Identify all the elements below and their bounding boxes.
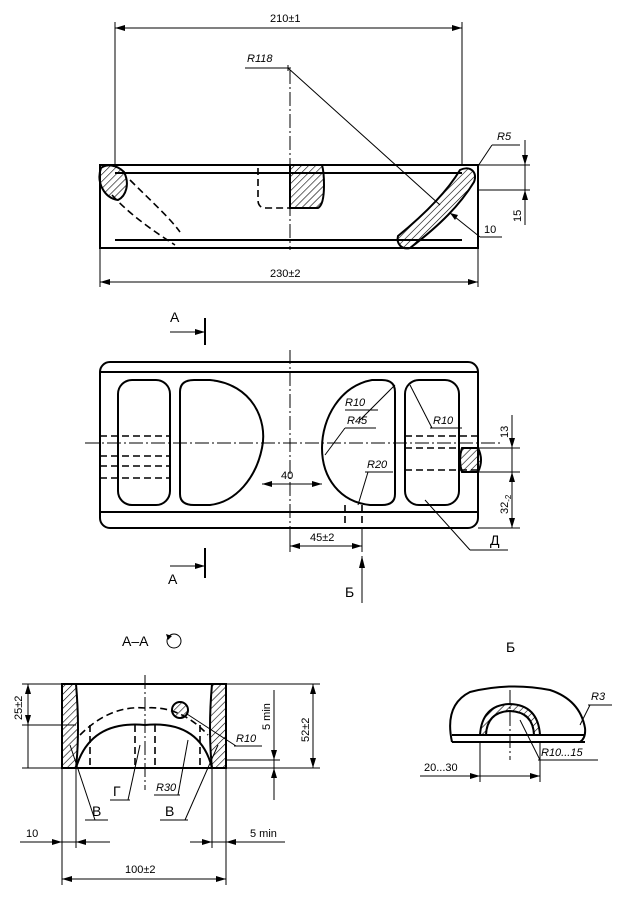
detail-view: Б R3 R10...15 20...30 bbox=[420, 639, 612, 782]
callout-g-label: Г bbox=[113, 783, 121, 799]
dim-25-label: 25±2 bbox=[13, 696, 25, 720]
dim-r10-15-label: R10...15 bbox=[541, 747, 583, 759]
section-mark-bottom: А bbox=[168, 571, 178, 587]
dim-height-label: 15 bbox=[512, 210, 524, 222]
radius-30-label: R30 bbox=[156, 782, 177, 794]
top-view: R118 210±1 R5 15 10 230±2 bbox=[98, 13, 530, 287]
view-mark-label: Б bbox=[345, 584, 354, 600]
dim-10-label: 10 bbox=[26, 828, 38, 840]
dim-width-top-label: 210±1 bbox=[270, 13, 301, 25]
dim-100-label: 100±2 bbox=[125, 864, 156, 876]
section-title: А–А bbox=[122, 633, 149, 649]
callout-v2-label: В bbox=[165, 803, 174, 819]
callout-d-label: Д bbox=[490, 532, 500, 548]
radius-main-label: R118 bbox=[247, 53, 273, 65]
radius-a-label: R10 bbox=[345, 397, 366, 409]
radius-r3-label: R3 bbox=[591, 691, 606, 703]
dim-13-label: 13 bbox=[499, 426, 511, 438]
dim-inner-label: 40 bbox=[281, 470, 293, 482]
dim-52-label: 52±2 bbox=[300, 718, 312, 742]
radius-10-label: R10 bbox=[236, 733, 257, 745]
dim-32-label: 32-2 bbox=[499, 494, 513, 514]
callout-v1-label: В bbox=[92, 803, 101, 819]
dim-5min-v-label: 5 min bbox=[261, 703, 273, 730]
plan-view: А А R10 R45 bbox=[85, 309, 520, 603]
section-view: А–А 25±2 5 min bbox=[13, 633, 320, 885]
detail-title: Б bbox=[506, 639, 515, 655]
dim-width-bottom-label: 230±2 bbox=[270, 268, 301, 280]
radius-d-label: R20 bbox=[367, 459, 388, 471]
radius-corner-label: R5 bbox=[497, 131, 512, 143]
dim-5min-h-label: 5 min bbox=[250, 828, 277, 840]
radius-c-label: R10 bbox=[433, 415, 454, 427]
radius-b-label: R45 bbox=[347, 415, 368, 427]
dim-20-30-label: 20...30 bbox=[424, 762, 458, 774]
dim-offset-label: 45±2 bbox=[310, 532, 334, 544]
section-mark-top: А bbox=[170, 309, 180, 325]
dim-thickness-label: 10 bbox=[484, 224, 496, 236]
